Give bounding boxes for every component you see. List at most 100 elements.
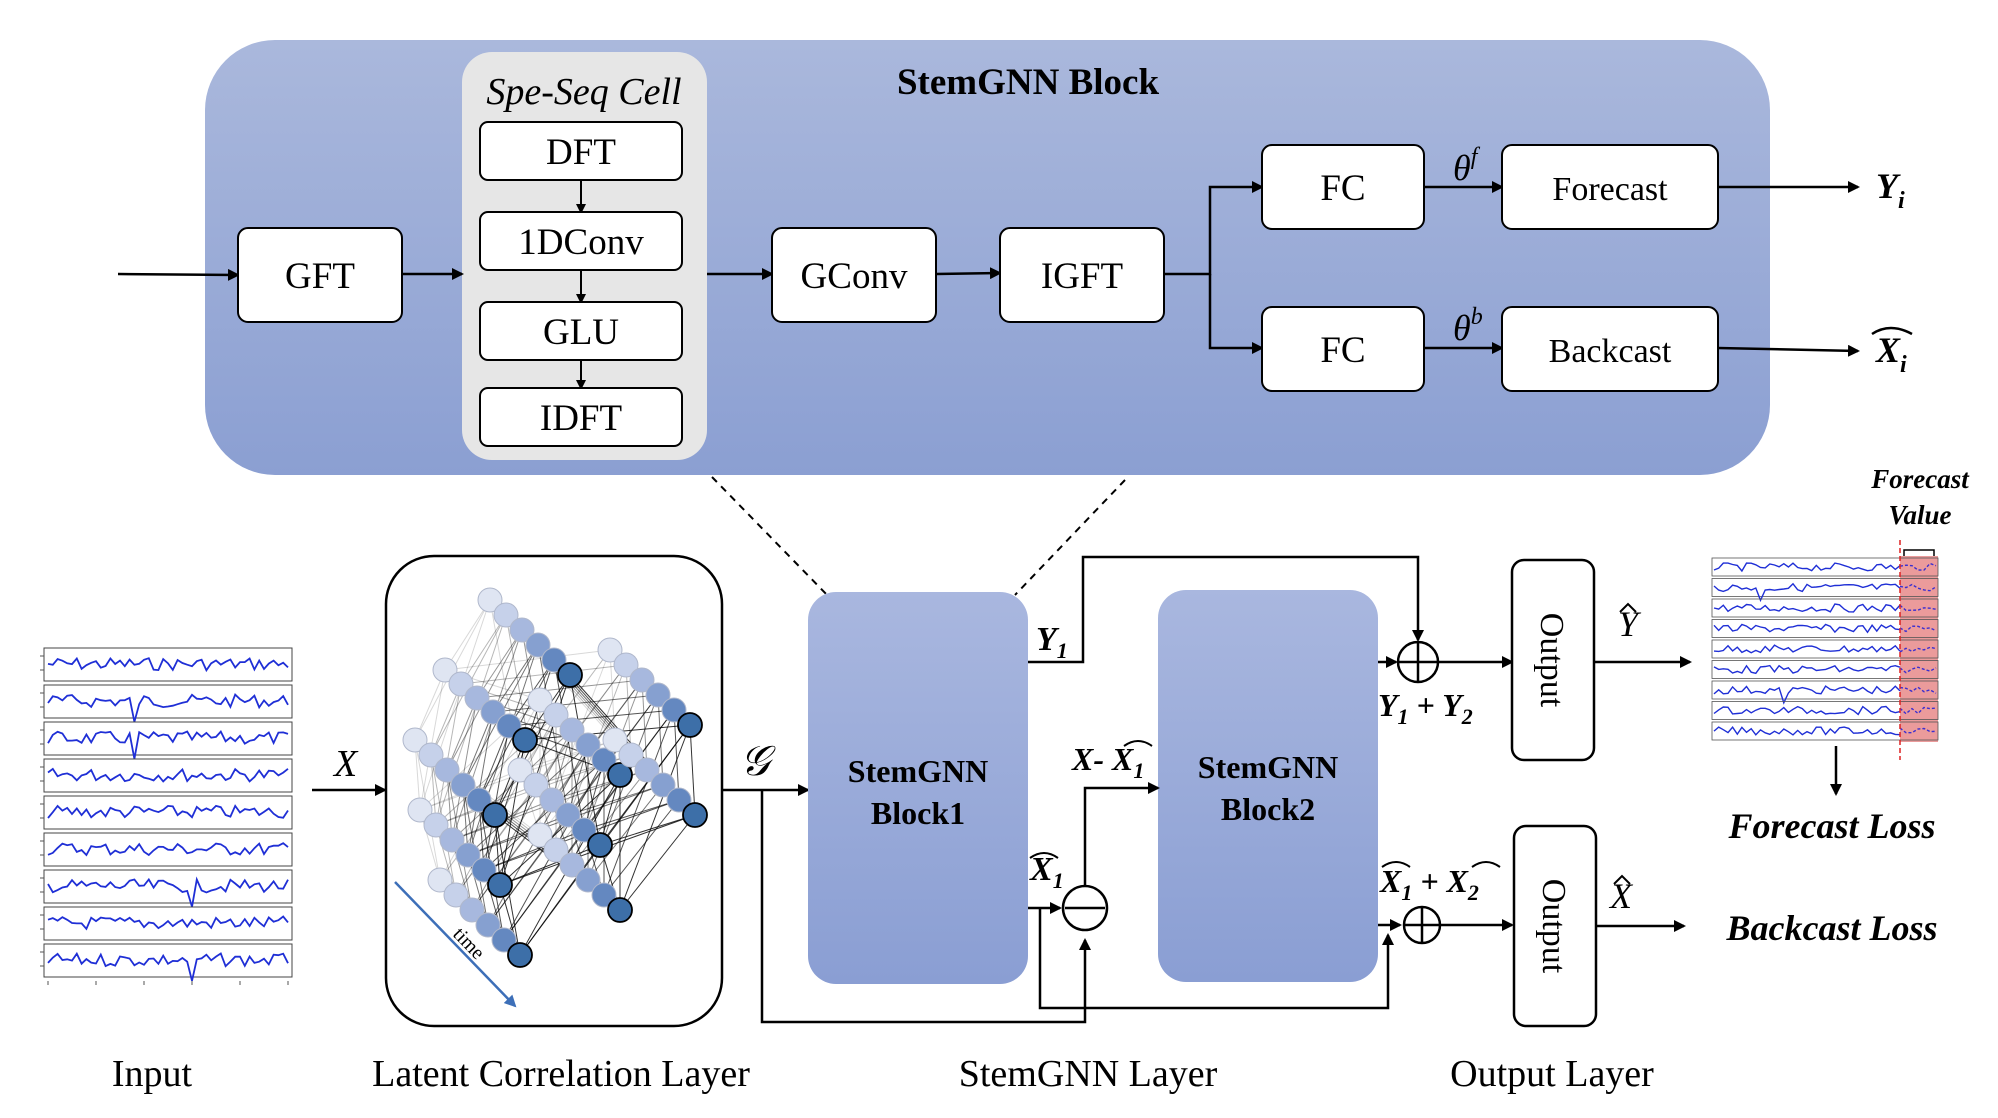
input-series-panel [40,721,293,759]
stemgnn-block2 [1158,590,1378,982]
graph-node [464,685,490,711]
forecast-bracket [1903,549,1935,556]
block2-label-line1: StemGNN [1198,749,1338,785]
output-series-panel [1711,680,1939,705]
stemgnn-block-title: StemGNN Block [897,62,1159,103]
graph-node [587,832,613,858]
graph-node [557,662,583,688]
input-series-panel [40,795,293,830]
graph-node [459,897,485,923]
graph-node [571,817,597,843]
graph-node [475,912,501,938]
input-series-panel [40,943,293,982]
graph-node [487,872,513,898]
graph-node [682,802,708,828]
graph-node [661,697,687,723]
output-series-panel [1711,598,1939,618]
gconv-label: GConv [801,256,908,297]
gconv-box [771,227,937,323]
graph-node [512,727,538,753]
graph-node [677,712,703,738]
output-series-panel [1711,721,1939,741]
graph-node [527,687,553,713]
output-series-panel [1711,619,1939,638]
theta-b-label: θb [1453,304,1483,348]
spe-seq-cell-title: Spe-Seq Cell [486,71,681,113]
graph-node [645,682,671,708]
graph-node [491,927,517,953]
graph-node [525,632,551,658]
graph-node [434,757,460,783]
idft-label: IDFT [540,398,622,439]
graph-node [509,617,535,643]
x-minus-xhat1-label: X- X1 [1071,741,1144,783]
graph-node [559,852,585,878]
gft-label: GFT [285,256,355,297]
theta-f-label: θf [1453,144,1481,188]
graph-node [629,667,655,693]
hat-mark-xi [1871,326,1913,336]
graph-node [507,757,533,783]
fc-top-label: FC [1320,168,1365,209]
label-stemgnn-layer: StemGNN Layer [959,1053,1218,1095]
stemgnn-block-detail: StemGNN Block Spe-Seq Cell DFT 1DConv GL… [117,40,1913,475]
output-xhat-i: Xi [1875,330,1907,378]
block1-label-line1: StemGNN [848,753,988,789]
input-series-panel [40,832,293,867]
output-bottom-label: Output [1535,879,1572,974]
igft-label: IGFT [1041,256,1123,297]
graph-node [591,747,617,773]
stemgnn-block-panel [205,40,1770,475]
graph-node [559,717,585,743]
label-latent-correlation: Latent Correlation Layer [372,1053,750,1095]
input-time-series [40,647,293,985]
graph-g-symbol: 𝒢 [740,739,776,785]
graph-node [432,657,458,683]
graph-node [423,812,449,838]
graph-node [607,762,633,788]
fc-bottom-label: FC [1320,330,1365,371]
output-series-panel [1711,639,1939,659]
input-series-panel [40,684,293,723]
graph-node [448,671,474,697]
xhat-label: X [1608,876,1634,916]
graph-node [541,647,567,673]
graph-node [477,587,503,613]
graph-node [618,742,644,768]
input-series-panel [40,906,293,941]
stemgnn-block1 [808,592,1028,984]
graph-node [527,822,553,848]
graph-node [443,882,469,908]
input-series-panel [40,869,293,908]
forecast-value-label-line2: Value [1888,500,1951,530]
graph-node [666,787,692,813]
graph-node [523,772,549,798]
xhat1-label: X1 [1029,851,1064,893]
output-series-panel [1711,578,1939,603]
output-series-panel [1711,701,1939,720]
label-output-layer: Output Layer [1450,1053,1654,1095]
graph-node [455,842,481,868]
graph-node [591,882,617,908]
graph-node [418,742,444,768]
output-box-top [1510,558,1596,762]
input-series-panel [40,758,293,793]
graph-node [427,867,453,893]
glu-label: GLU [543,312,619,353]
input-x-symbol: X [332,743,359,785]
graph-node [493,602,519,628]
sum-y-label: Y1 + Y2 [1378,687,1473,729]
backcast-loss-label: Backcast Loss [1726,908,1938,948]
output-y-i: Yi [1876,166,1905,214]
dft-label: DFT [546,132,616,173]
graph-node [466,787,492,813]
input-series-panel [40,647,293,682]
graph-node [482,802,508,828]
forecast-loss-label: Forecast Loss [1728,806,1936,846]
graph-node [480,699,506,725]
block2-label-line2: Block2 [1221,791,1315,827]
graph-node [575,732,601,758]
graph-node [613,652,639,678]
graph-node [439,827,465,853]
